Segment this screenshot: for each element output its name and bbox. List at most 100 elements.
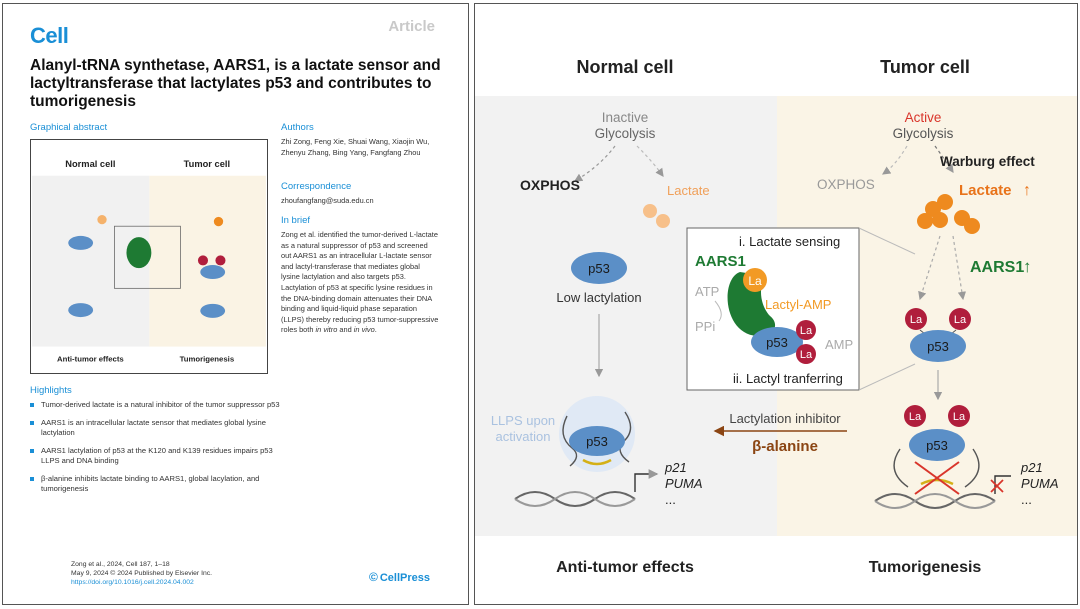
p53-label: p53 <box>766 335 788 350</box>
cellpress-logo: ©CellPress <box>369 570 430 584</box>
la-label: La <box>800 349 813 361</box>
puma-gene-label: PUMA <box>1021 476 1059 491</box>
bullet-icon <box>30 476 34 481</box>
p53-protein <box>910 330 966 362</box>
lactyl-transferring-label: ii. Lactyl tranferring <box>733 371 843 386</box>
la-label: La <box>748 274 762 288</box>
lactyl-amp-label: Lactyl-AMP <box>765 297 831 312</box>
mini-anti-tumor-label: Anti-tumor effects <box>57 354 124 363</box>
p53-protein <box>751 327 803 357</box>
lactylation-mark <box>796 344 816 364</box>
dna-helix <box>514 491 636 507</box>
highlight-text: AARS1 lactylation of p53 at the K120 and… <box>41 445 273 466</box>
graphical-abstract-thumbnail: Normal cell Tumor cell Anti-tumor effect… <box>30 139 268 374</box>
amp-label: AMP <box>825 337 853 352</box>
gene-ellipsis: ... <box>665 492 676 507</box>
beta-alanine-label: β-alanine <box>752 438 818 455</box>
p53-protein <box>569 426 625 456</box>
highlights-heading: Highlights <box>30 385 72 396</box>
p53-label: p53 <box>586 434 608 449</box>
paper-title: Alanyl-tRNA synthetase, AARS1, is a lact… <box>30 57 441 110</box>
citation-footer: Zong et al., 2024, Cell 187, 1–18 May 9,… <box>71 560 212 587</box>
aars1-label: AARS1 <box>695 253 746 270</box>
lactate-sensing-label: i. Lactate sensing <box>739 234 840 249</box>
highlight-text: β-alanine inhibits lactate binding to AA… <box>41 473 260 494</box>
graphical-abstract-mini-figure: Normal cell Tumor cell Anti-tumor effect… <box>32 159 266 363</box>
lactylation-arrow <box>918 235 941 301</box>
tumor-lactate-label: Lactate <box>959 182 1012 199</box>
in-brief-period: . <box>374 325 377 335</box>
bullet-icon <box>30 448 34 453</box>
inset-connector <box>858 227 916 255</box>
glycolysis-to-oxphos-arrow <box>573 145 616 182</box>
lactate-bound-site <box>743 268 767 292</box>
lactate-molecule <box>932 212 948 228</box>
dna-helix <box>514 491 636 507</box>
aars1-mechanism-inset <box>686 227 860 391</box>
in-vivo-term: in vivo <box>353 325 375 335</box>
warburg-effect-label: Warburg effect <box>940 154 1035 169</box>
lactate-molecule <box>917 213 933 229</box>
tumor-oxphos-label: OXPHOS <box>817 177 875 192</box>
la-label: La <box>954 314 967 326</box>
aars1-up-label: AARS1 <box>970 259 1024 276</box>
tumor-glycolysis-label: Glycolysis <box>893 126 954 141</box>
blocked-cross-icon <box>914 461 960 495</box>
lactate-molecule <box>937 194 953 210</box>
p53-protein <box>571 252 627 284</box>
mini-normal-cell-label: Normal cell <box>65 159 115 169</box>
lactylation-mark <box>949 308 971 330</box>
doi-link[interactable]: https://doi.org/10.1016/j.cell.2024.04.0… <box>71 579 194 586</box>
lactylation-mark <box>904 405 926 427</box>
highlight-item: AARS1 is an intracellular lactate sensor… <box>30 418 280 439</box>
normal-cell-title: Normal cell <box>576 57 673 77</box>
correspondence-heading: Correspondence <box>281 181 352 192</box>
inset-connector <box>858 363 916 391</box>
p21-gene-label: p21 <box>664 460 687 475</box>
in-brief-body: Zong et al. identified the tumor-derived… <box>281 230 439 335</box>
in-brief-text: Zong et al. identified the tumor-derived… <box>281 230 439 336</box>
la-label: La <box>910 314 923 326</box>
la-label: La <box>953 411 966 423</box>
dna-contact <box>920 478 954 486</box>
p53-protein <box>909 429 965 461</box>
in-brief-and: and <box>337 325 354 335</box>
la-label: La <box>800 325 813 337</box>
bullet-icon <box>30 420 34 425</box>
glycolysis-to-oxphos-arrow <box>882 145 908 175</box>
dna-helix <box>874 493 996 509</box>
ppi-label: PPi <box>695 319 715 334</box>
dna-binding-strand <box>964 448 980 488</box>
atp-ppi-arrow <box>714 300 722 322</box>
glycolysis-to-lactate-arrow <box>934 145 954 173</box>
transcription-arrow <box>634 469 659 492</box>
lactate-molecule <box>643 204 657 218</box>
mini-tumorigenesis-label: Tumorigenesis <box>180 354 235 363</box>
journal-logo: Cell <box>30 23 69 48</box>
bullet-icon <box>30 403 34 407</box>
publisher-name: CellPress <box>379 572 430 584</box>
lactylation-inhibitor-label: Lactylation inhibitor <box>729 411 841 426</box>
highlight-text: AARS1 is an intracellular lactate sensor… <box>41 417 266 438</box>
citation-line: Zong et al., 2024, Cell 187, 1–18 <box>71 561 170 568</box>
tumor-active-label: Active <box>905 110 942 125</box>
glycolysis-to-lactate-arrow <box>636 145 664 177</box>
highlights-list: Tumor-derived lactate is a natural inhib… <box>30 400 280 502</box>
tumor-cell-title: Tumor cell <box>880 57 970 77</box>
activation-label: activation <box>496 429 551 444</box>
dna-contact <box>582 458 612 466</box>
p53-label: p53 <box>926 438 948 453</box>
graphical-abstract-svg: Normal cell Tumor cell Inactive Glycolys… <box>475 57 1077 576</box>
blocked-cross-icon <box>990 479 1004 493</box>
authors-list: Zhi Zong, Feng Xie, Shuai Wang, Xiaojin … <box>281 137 430 157</box>
dna-binding-strand <box>562 415 578 467</box>
aars1-enzyme <box>727 272 776 337</box>
correspondence-email[interactable]: zhoufangfang@suda.edu.cn <box>281 196 374 205</box>
lactate-up-arrow-icon: ↑ <box>1023 182 1031 199</box>
highlight-text: Tumor-derived lactate is a natural inhib… <box>41 400 280 409</box>
cellpress-mark-icon: © <box>369 570 378 584</box>
authors-heading: Authors <box>281 122 314 133</box>
puma-gene-label: PUMA <box>665 476 703 491</box>
lactylation-mark <box>948 405 970 427</box>
paper-first-page: Cell Article Alanyl-tRNA synthetase, AAR… <box>2 3 469 605</box>
